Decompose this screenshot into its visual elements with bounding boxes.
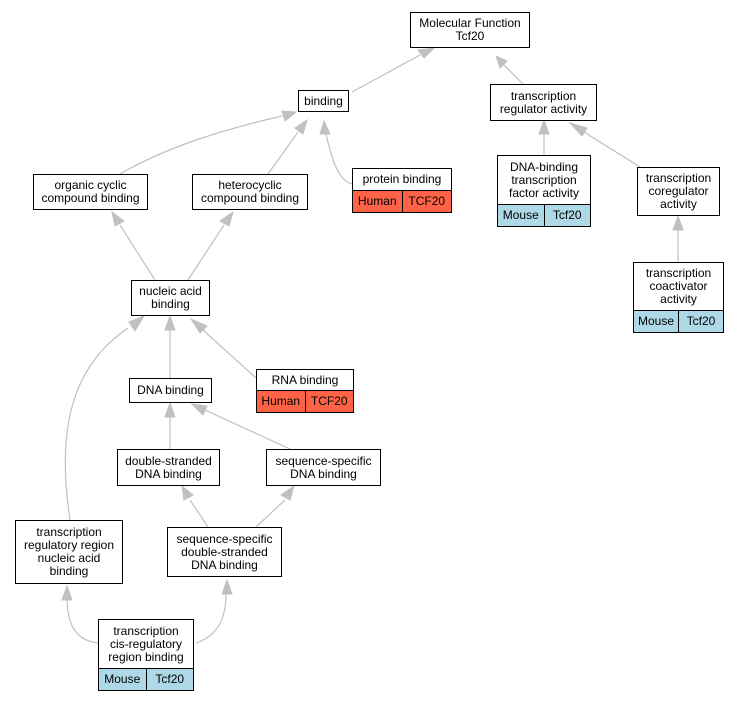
node-label: organic cyclic compound binding: [41, 178, 140, 205]
edge-trr-to-nab: [64, 327, 129, 521]
edge-rna-binding-to-nab: [202, 329, 257, 379]
node-double-stranded-dna-binding[interactable]: double-stranded DNA binding: [117, 449, 220, 486]
node-binding[interactable]: binding: [298, 90, 349, 112]
gene-label: TCF20: [304, 391, 354, 412]
node-label: double-stranded DNA binding: [125, 453, 212, 481]
node-protein-binding[interactable]: protein binding Human TCF20: [352, 168, 452, 213]
arrowhead: [111, 210, 125, 227]
edge-hcb-to-binding: [267, 131, 299, 175]
node-transcription-coregulator-activity[interactable]: transcription coregulator activity: [637, 167, 720, 216]
edge-tca-to-tra: [583, 131, 641, 168]
species-annotation: Mouse Tcf20: [498, 204, 590, 226]
edge-ssdb-to-dna-binding: [204, 409, 291, 450]
species-annotation: Human TCF20: [257, 390, 353, 412]
species-label: Human: [261, 394, 301, 408]
node-molecular-function[interactable]: Molecular Function Tcf20: [410, 12, 530, 48]
species-label: Mouse: [104, 672, 141, 686]
node-label: sequence-specific DNA binding: [275, 453, 372, 481]
species-label: Mouse: [637, 314, 675, 328]
edge-tcrb-to-trr: [66, 599, 99, 644]
species-label: Mouse: [502, 208, 539, 222]
node-dna-binding[interactable]: DNA binding: [129, 378, 212, 403]
node-transcription-regulator-activity[interactable]: transcription regulator activity: [490, 84, 597, 121]
node-heterocyclic-compound-binding[interactable]: heterocyclic compound binding: [192, 174, 308, 210]
node-sequence-specific-double-stranded-dna-binding[interactable]: sequence-specific double-stranded DNA bi…: [167, 527, 282, 577]
node-label: sequence-specific double-stranded DNA bi…: [176, 531, 273, 572]
arrowhead: [219, 210, 234, 227]
node-label: transcription regulator activity: [499, 88, 588, 116]
node-label: transcription coactivator activity: [645, 266, 712, 306]
arrowhead: [61, 584, 73, 601]
arrowhead: [417, 47, 436, 59]
node-nucleic-acid-binding[interactable]: nucleic acid binding: [131, 280, 210, 316]
arrowhead: [128, 314, 146, 332]
node-label: DNA-binding transcription factor activit…: [508, 159, 580, 200]
edge-binding-to-molecular-function: [351, 54, 421, 93]
arrowhead: [164, 314, 176, 331]
gene-label: TCF20: [401, 191, 452, 212]
node-transcription-coactivator-activity[interactable]: transcription coactivator activity Mouse…: [633, 262, 724, 333]
arrowheads: [61, 47, 684, 601]
edge-nab-to-occb: [119, 224, 156, 281]
species-label: Human: [357, 194, 397, 208]
arrowhead: [319, 119, 331, 135]
gene-label: Tcf20: [678, 311, 723, 332]
edge-protein-binding-to-binding: [325, 133, 353, 185]
node-organic-cyclic-compound-binding[interactable]: organic cyclic compound binding: [33, 174, 148, 210]
arrowhead: [189, 317, 208, 334]
node-label: DNA binding: [137, 383, 204, 397]
species-annotation: Mouse Tcf20: [99, 668, 193, 690]
arrowhead: [280, 484, 295, 501]
arrowhead: [294, 118, 308, 135]
edge-ssdsdb-to-ssdb: [255, 499, 286, 528]
node-sequence-specific-dna-binding[interactable]: sequence-specific DNA binding: [266, 449, 381, 486]
species-annotation: Mouse Tcf20: [634, 310, 723, 332]
node-transcription-cis-regulatory-region-binding[interactable]: transcription cis-regulatory region bind…: [98, 619, 194, 691]
node-rna-binding[interactable]: RNA binding Human TCF20: [256, 369, 354, 413]
node-label: heterocyclic compound binding: [200, 178, 300, 205]
node-label: Molecular Function Tcf20: [419, 16, 521, 43]
node-label: nucleic acid binding: [139, 284, 202, 311]
node-transcription-regulatory-region-nucleic-acid-binding[interactable]: transcription regulatory region nucleic …: [15, 520, 123, 584]
edge-tcrb-to-ssdsdb: [195, 593, 227, 644]
arrowhead: [538, 118, 550, 135]
arrowhead: [181, 484, 194, 501]
arrowhead: [568, 122, 588, 137]
arrowhead: [190, 403, 208, 416]
arrowhead: [672, 214, 684, 231]
edge-occb-to-binding: [119, 115, 283, 175]
arrowhead: [495, 55, 508, 69]
edge-nab-to-hcb: [187, 224, 225, 281]
node-dna-binding-transcription-factor-activity[interactable]: DNA-binding transcription factor activit…: [497, 155, 591, 227]
node-label: transcription regulatory region nucleic …: [23, 525, 115, 578]
gene-label: Tcf20: [145, 669, 194, 690]
arrowhead: [164, 401, 176, 418]
arrowhead: [221, 578, 233, 595]
edge-tra-to-molecular-function: [502, 63, 524, 85]
node-label: transcription coregulator activity: [645, 171, 712, 211]
arrowhead: [281, 110, 298, 122]
gene-label: Tcf20: [543, 205, 591, 226]
species-annotation: Human TCF20: [353, 190, 451, 212]
edge-ssdsdb-to-dsdb: [189, 499, 209, 528]
node-label: transcription cis-regulatory region bind…: [108, 623, 184, 664]
node-label: protein binding: [362, 172, 442, 186]
node-label: RNA binding: [271, 372, 339, 387]
node-label: binding: [304, 93, 343, 108]
